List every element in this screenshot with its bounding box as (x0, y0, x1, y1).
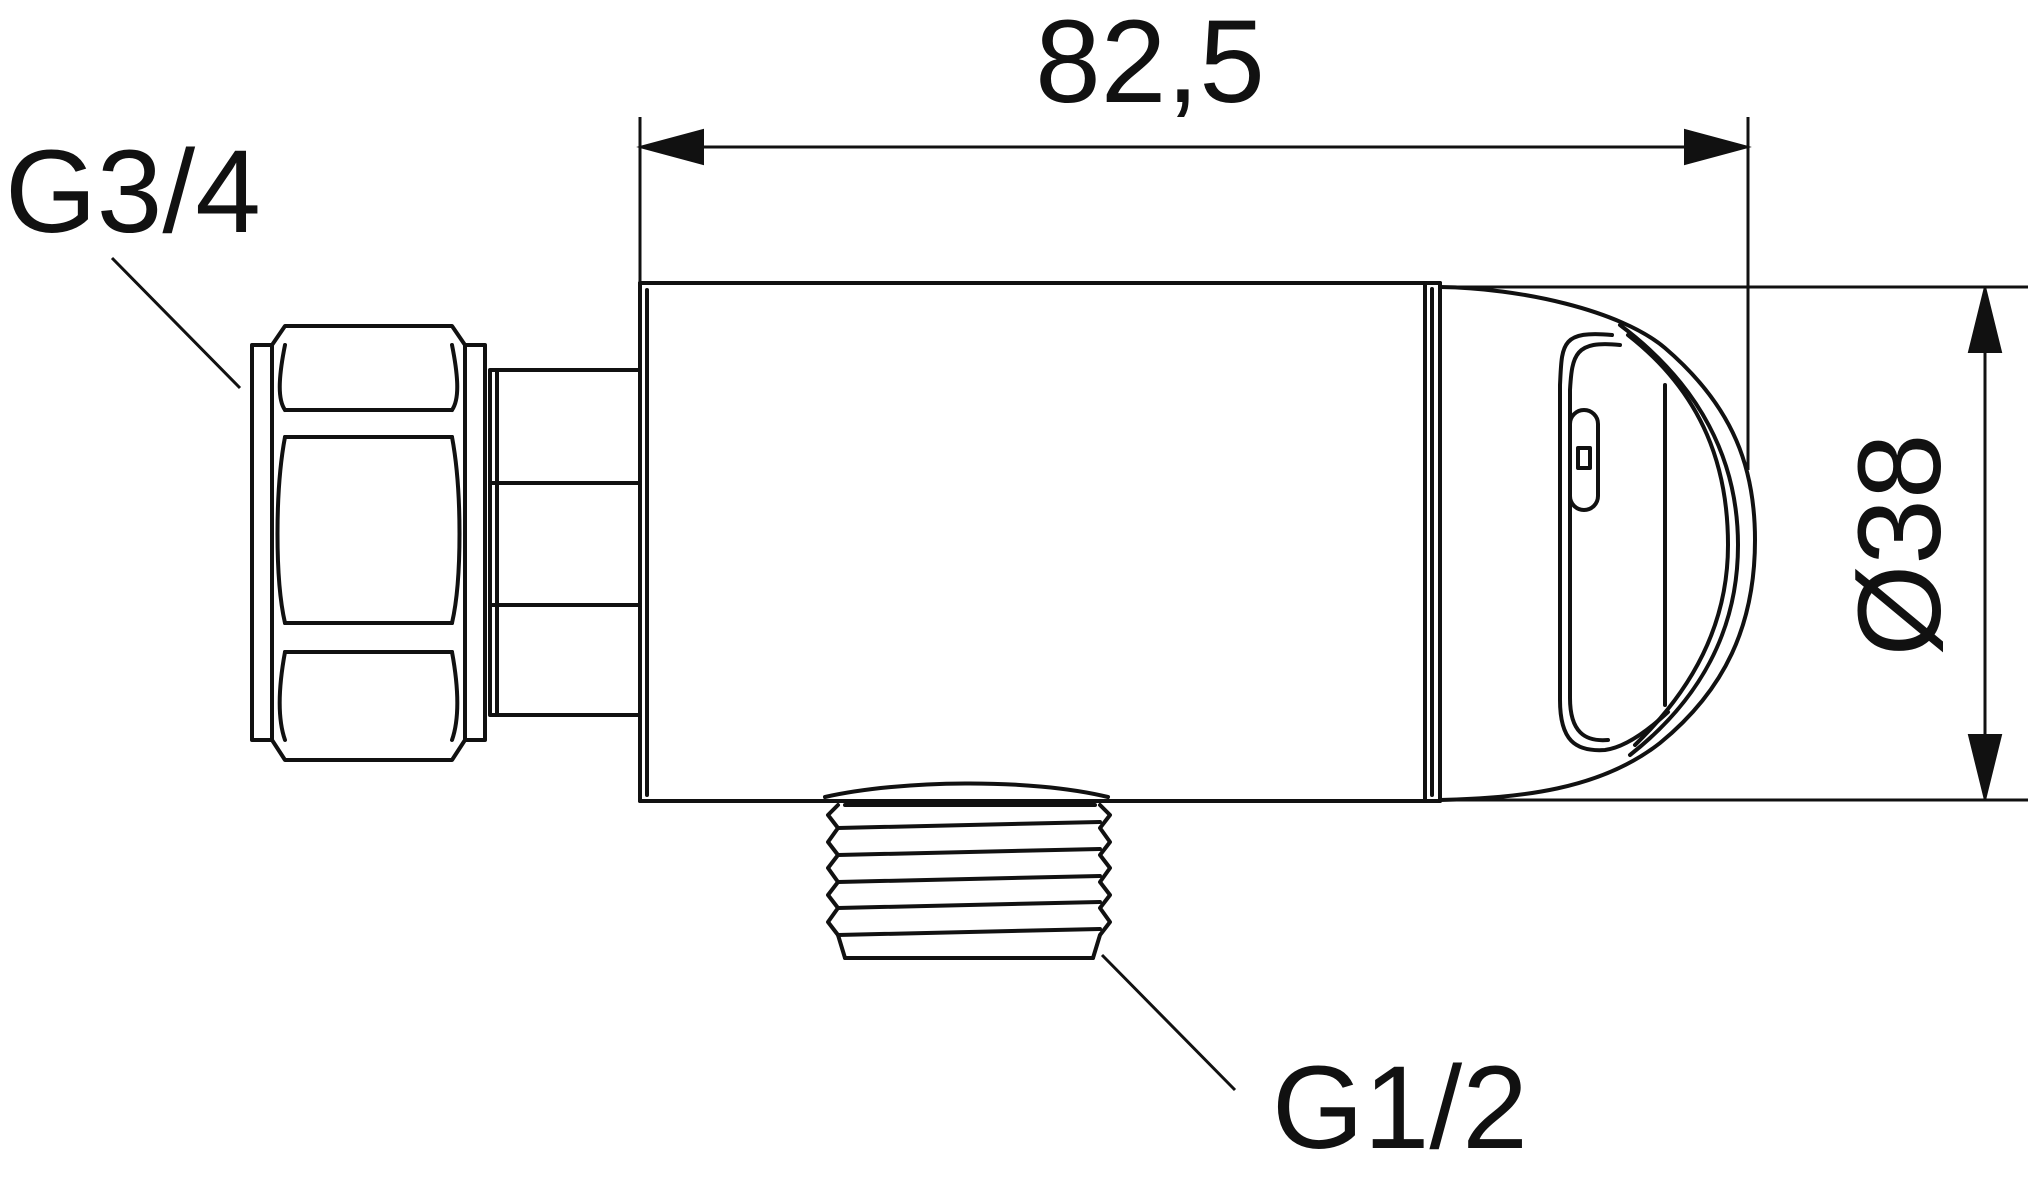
arrowhead-right (1684, 128, 1752, 166)
valve-handle (1438, 285, 1757, 802)
hex-nut-body (270, 324, 467, 762)
nipple-outline (488, 368, 642, 717)
hex-nut-washer-right (463, 343, 487, 742)
arrowhead-top (1967, 286, 2003, 353)
inlet-nipple (488, 368, 642, 717)
handle-outline (1438, 285, 1757, 802)
outlet-leader-line (1100, 953, 1237, 1092)
thread-right-teeth (1091, 803, 1112, 960)
handle-indicator-mark (1576, 446, 1592, 470)
length-label: 82,5 (1035, 0, 1265, 128)
thread-left-teeth (826, 803, 847, 960)
handle-indicator-slot (1568, 408, 1600, 512)
handle-grip-recess (1558, 332, 1670, 753)
handle-inner-rim (1618, 323, 1740, 757)
outlet-thread-label: G1/2 (1272, 1042, 1528, 1174)
hex-nut (250, 324, 487, 762)
arrowhead-bottom (1967, 734, 2003, 801)
inlet-callout: G3/4 (5, 126, 261, 390)
outlet-callout: G1/2 (1100, 953, 1528, 1174)
inlet-thread-label: G3/4 (5, 126, 261, 258)
outlet-collar (823, 781, 1110, 799)
hex-nut-washer-left (250, 343, 274, 742)
valve-body (638, 281, 1442, 803)
diameter-dimension: Ø38 (1440, 285, 2028, 802)
length-dimension: 82,5 (636, 0, 1752, 470)
diameter-label: Ø38 (1834, 433, 1966, 656)
inlet-leader-line (110, 256, 242, 390)
arrowhead-left (636, 128, 704, 166)
outlet-thread (823, 781, 1112, 960)
